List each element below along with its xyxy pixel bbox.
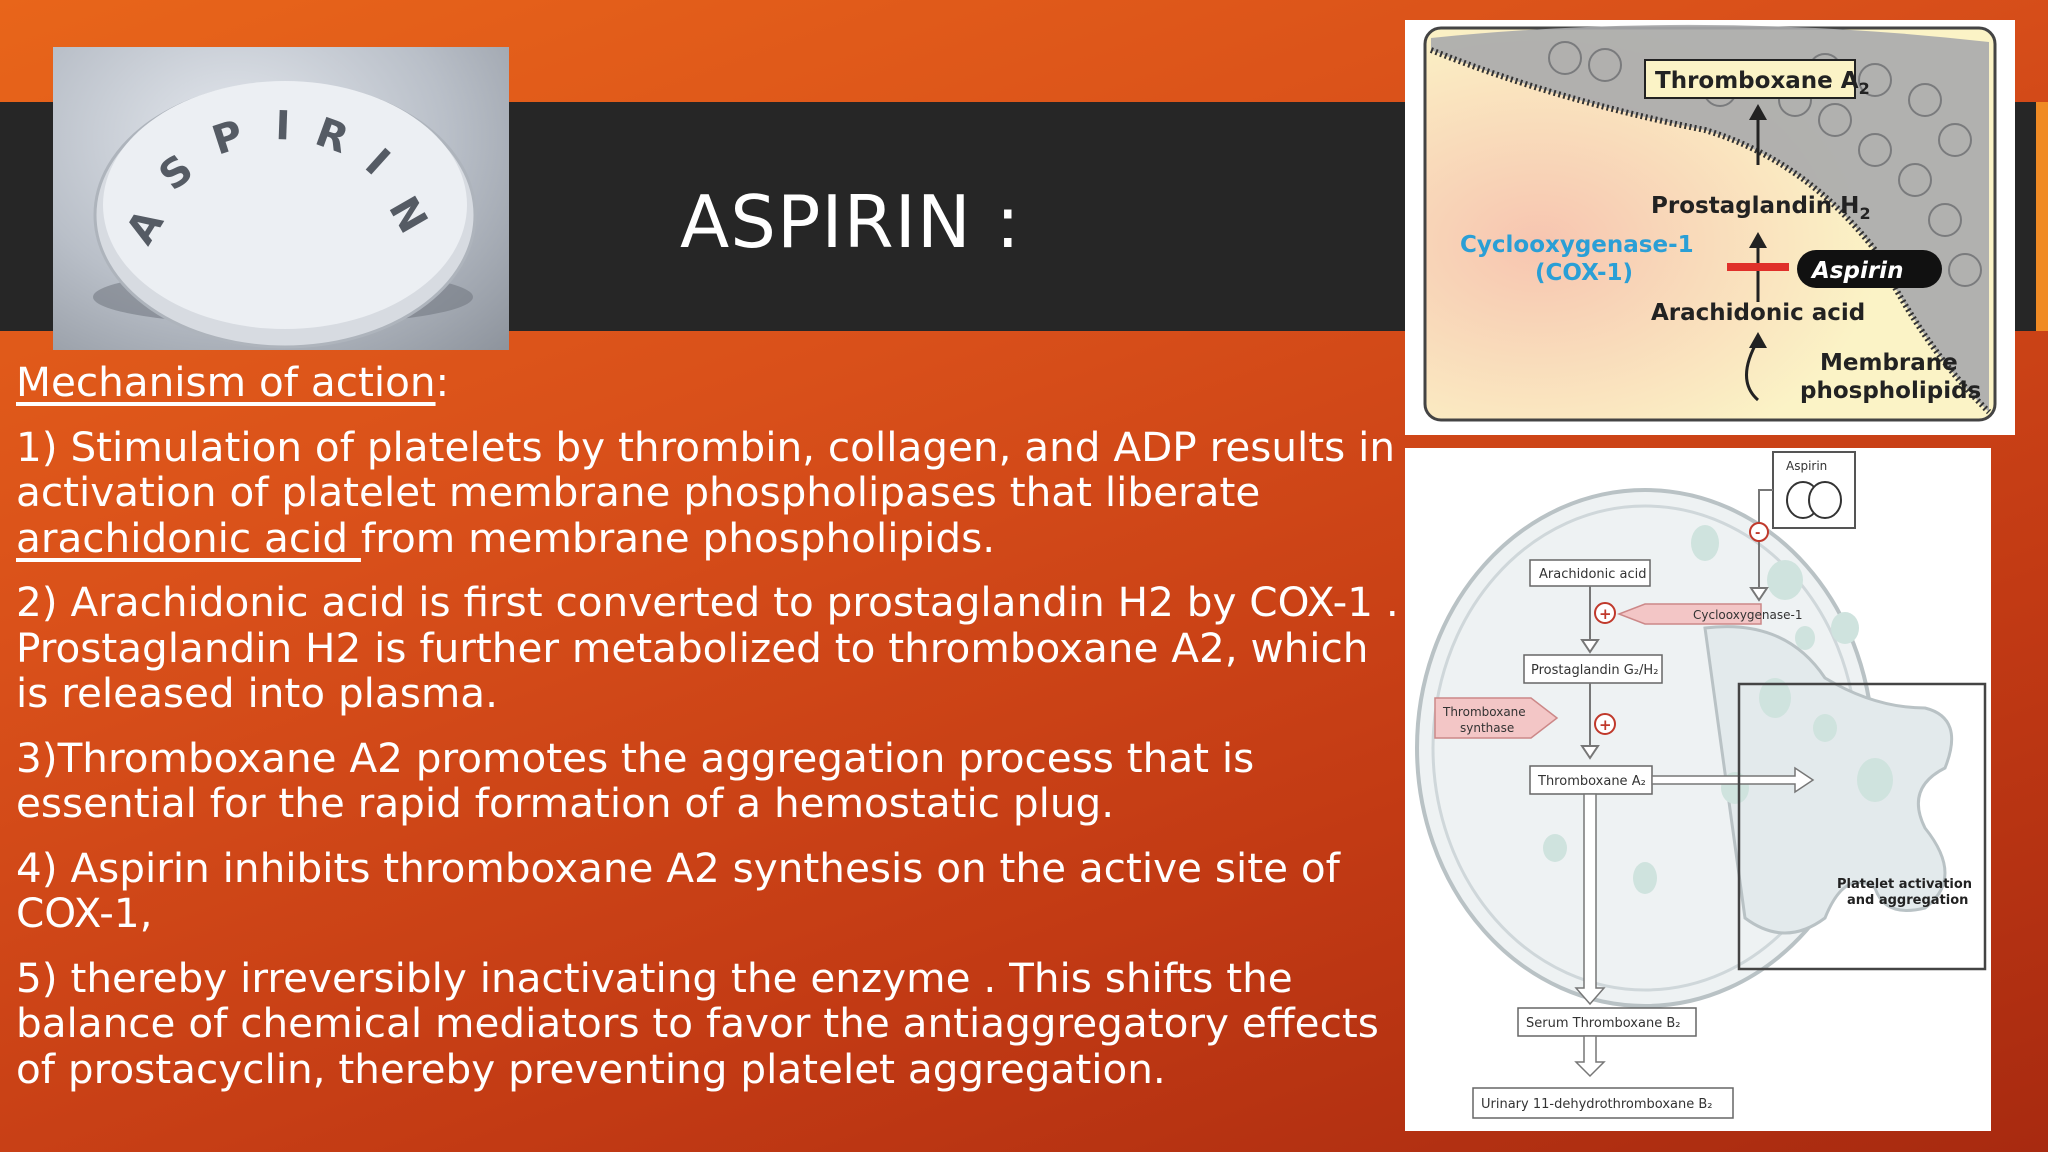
fig2-aspirin-label: Aspirin	[1786, 459, 1827, 473]
mechanism-text: Mechanism of action: 1) Stimulation of p…	[16, 358, 1401, 1111]
band-accent	[2036, 102, 2048, 331]
fig2-minus-sign: -	[1755, 526, 1760, 541]
slide-title: ASPIRIN :	[680, 180, 1021, 264]
fig2-synthase-line2: synthase	[1460, 721, 1514, 735]
aspirin-pill-photo: A S P I R I N	[53, 47, 509, 350]
fig2-serum-label: Serum Thromboxane B₂	[1526, 1016, 1680, 1031]
fig2-plus-sign-2: +	[1599, 716, 1612, 734]
fig2-prostaglandin-label: Prostaglandin G₂/H₂	[1531, 663, 1658, 678]
fig2-arachidonic-label: Arachidonic acid	[1539, 567, 1647, 582]
fig2-activation-line1: Platelet activation	[1837, 877, 1972, 892]
fig1-prostaglandin-label: Prostaglandin H2	[1651, 193, 1871, 223]
fig2-activation-line2: and aggregation	[1847, 893, 1968, 908]
point-3: 3)Thromboxane A2 promotes the aggregatio…	[16, 733, 1255, 827]
heading-text: Mechanism of action	[16, 358, 436, 406]
point-4: 4) Aspirin inhibits thromboxane A2 synth…	[16, 843, 1340, 937]
fig2-cox1-label: Cyclooxygenase-1	[1693, 608, 1803, 622]
fig2-plus-sign-1: +	[1599, 605, 1612, 623]
fig1-aspirin-label: Aspirin	[1810, 258, 1903, 284]
point-1: 1) Stimulation of platelets by thrombin,…	[16, 422, 1396, 562]
cox1-pathway-figure: Thromboxane A2 Prostaglandin H2 Cyclooxy…	[1405, 20, 2015, 435]
fig1-thromboxane-label: Thromboxane A2	[1655, 68, 1870, 98]
heading-colon: :	[435, 358, 450, 406]
fig2-synthase-line1: Thromboxane	[1442, 705, 1526, 719]
platelet-pathway-figure: Aspirin - Arachidonic acid + Cyclooxygen…	[1405, 448, 1991, 1131]
mechanism-heading: Mechanism of action:	[16, 358, 1401, 406]
fig1-membrane-label: Membrane	[1820, 350, 1958, 376]
point-5: 5) thereby irreversibly inactivating the…	[16, 953, 1379, 1093]
pill-letter-i: I	[275, 103, 291, 149]
fig1-phospholipids-label: phospholipids	[1800, 378, 1981, 404]
point-2: 2) Arachidonic acid is first converted t…	[16, 578, 1399, 717]
fig1-cox1-label: Cyclooxygenase-1	[1460, 232, 1694, 258]
fig2-thromboxane-label: Thromboxane A₂	[1537, 774, 1646, 789]
arachidonic-acid-link[interactable]: arachidonic acid	[16, 513, 361, 562]
fig2-urinary-label: Urinary 11-dehydrothromboxane B₂	[1481, 1097, 1713, 1112]
fig1-arachidonic-label: Arachidonic acid	[1651, 300, 1865, 326]
fig1-inhibition-bar	[1727, 263, 1789, 271]
fig1-cox1-abbrev: (COX-1)	[1535, 260, 1633, 286]
